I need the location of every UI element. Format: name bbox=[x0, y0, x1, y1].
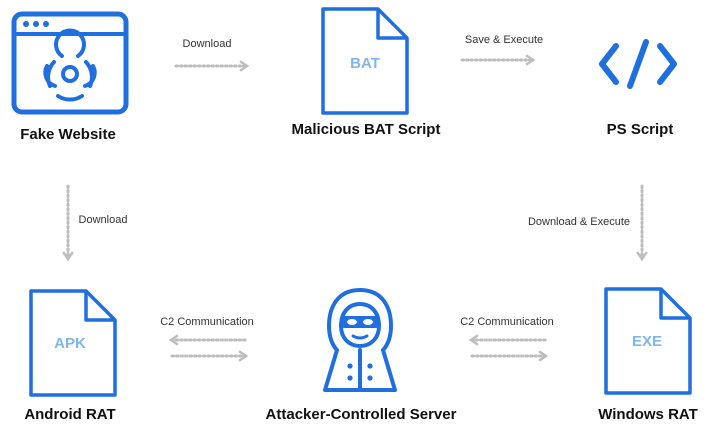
edge-label-android-server: C2 Communication bbox=[160, 316, 254, 328]
code-brackets-icon bbox=[599, 39, 677, 89]
bat-script-label: Malicious BAT Script bbox=[291, 121, 441, 138]
server-label: Attacker-Controlled Server bbox=[265, 406, 457, 423]
exe-doc-text: EXE bbox=[632, 333, 662, 350]
edge-label-website-to-bat: Download bbox=[182, 38, 232, 50]
bat-doc-text: BAT bbox=[350, 55, 380, 72]
browser-biohazard-icon bbox=[11, 11, 129, 115]
fake-website-label: Fake Website bbox=[20, 126, 116, 143]
edge-label-server-windows: C2 Communication bbox=[460, 316, 554, 328]
ps-script-label: PS Script bbox=[606, 121, 674, 138]
bat-document-icon: BAT bbox=[321, 7, 409, 115]
edge-label-bat-to-ps: Save & Execute bbox=[464, 34, 544, 46]
hooded-hacker-icon bbox=[323, 288, 397, 392]
exe-document-icon: EXE bbox=[604, 287, 692, 395]
edge-label-website-to-android: Download bbox=[78, 214, 128, 226]
edge-label-ps-to-windows: Download & Execute bbox=[527, 216, 631, 228]
android-rat-label: Android RAT bbox=[24, 406, 116, 423]
apk-doc-text: APK bbox=[54, 335, 86, 352]
windows-rat-label: Windows RAT bbox=[598, 406, 698, 423]
apk-document-icon: APK bbox=[29, 289, 117, 397]
